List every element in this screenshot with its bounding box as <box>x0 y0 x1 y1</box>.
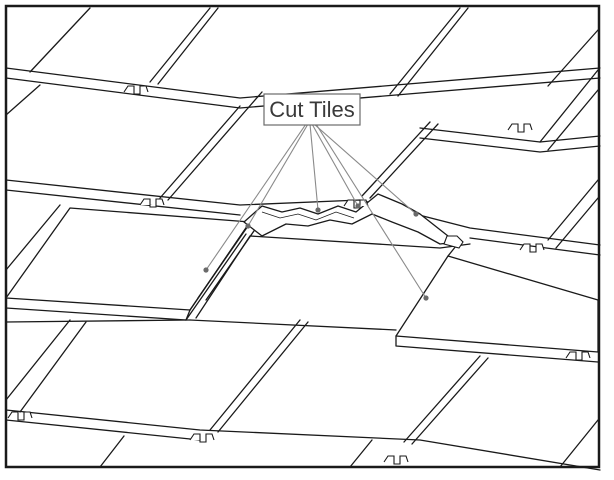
tile-row-3 <box>5 179 599 363</box>
tile-row-1 <box>5 7 601 109</box>
callout-leaders <box>203 123 429 301</box>
tile-row-2 <box>5 69 601 256</box>
tile-row-5 <box>99 419 599 468</box>
diagram-frame <box>4 4 601 469</box>
callout: Cut Tiles <box>263 93 361 126</box>
callout-box <box>263 93 361 126</box>
tile-row-4 <box>5 319 601 471</box>
callout-label: Cut Tiles <box>269 97 355 122</box>
roof-tiles <box>5 7 601 471</box>
